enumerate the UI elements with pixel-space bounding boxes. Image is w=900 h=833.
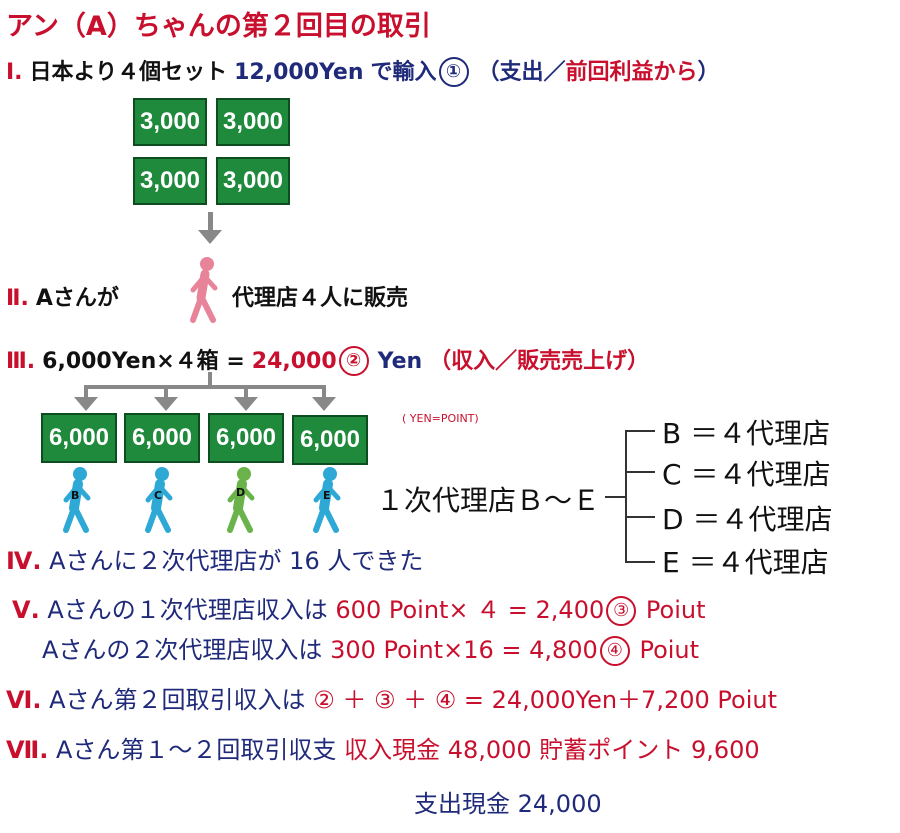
step-7-text: Aさん第１～２回取引収支 [56, 736, 337, 764]
person-pink-icon [190, 257, 218, 323]
step-2-num: Ⅱ. [6, 286, 29, 311]
step-7: Ⅶ. Aさん第１～２回取引収支 収入現金 48,000 貯蓄ポイント 9,600 [6, 730, 760, 765]
person-d-label: D [236, 486, 246, 499]
person-b-icon [63, 467, 91, 533]
person-c-icon [145, 467, 173, 533]
step-2-text-b: 代理店４人に販売 [232, 286, 409, 311]
step-3-unit: Yen [377, 349, 423, 374]
box-6000-3: 6,000 [208, 413, 284, 463]
dist-leg-2 [164, 385, 168, 399]
arrow-down-icon [154, 397, 178, 411]
dist-vertical [208, 372, 212, 388]
step-7-num: Ⅶ. [6, 736, 49, 764]
dist-leg-3 [244, 385, 248, 399]
dist-horizontal [84, 385, 326, 389]
box-3000-1: 3,000 [133, 98, 207, 146]
step-2-text-a: Aさんが [35, 286, 119, 311]
bracket-branch-1 [625, 430, 655, 432]
step-1-paren: （支出／ [477, 60, 566, 85]
step-3-paren: （収入／販売売上げ） [429, 349, 650, 374]
step-1-verb: で輸入 [370, 60, 437, 85]
step-1-paren-end: ） [697, 60, 720, 85]
arrow-down-shaft [208, 212, 213, 232]
yen-point-note: ( YEN=POINT) [402, 412, 479, 425]
arrow-down-icon [198, 230, 222, 244]
arrow-down-icon [234, 397, 258, 411]
step-5-line1-text: Aさんの１次代理店収入は [47, 596, 328, 624]
agent-c-count: C ＝４代理店 [662, 458, 831, 491]
first-agents-label: １次代理店Ｂ～Ｅ [376, 484, 601, 517]
step-6-formula: ② ＋ ③ ＋ ④ = 24,000Yen＋7,200 Poiut [313, 686, 777, 714]
box-6000-2: 6,000 [124, 413, 200, 463]
agent-d-count: D ＝４代理店 [662, 503, 833, 536]
box-3000-3: 3,000 [133, 157, 207, 205]
step-6-num: Ⅵ. [6, 686, 42, 714]
person-d-icon [227, 467, 255, 533]
step-2: Ⅱ. Aさんが [6, 280, 119, 312]
bracket-vertical [625, 430, 627, 562]
step-3-num: Ⅲ. [6, 349, 36, 374]
step-7-income: 収入現金 48,000 貯蓄ポイント 9,600 [344, 736, 760, 764]
step-5-line1-amount: 600 Point× ４ = 2,400 [335, 596, 605, 624]
circle-1: ① [438, 57, 469, 87]
circle-3: ③ [606, 596, 637, 626]
step-6-text: Aさん第２回取引収入は [49, 686, 306, 714]
page-title: アン（A）ちゃんの第２回目の取引 [6, 11, 431, 42]
bracket-branch-4 [625, 561, 655, 563]
agent-b-count: B ＝４代理店 [662, 417, 831, 450]
person-c-label: C [154, 489, 163, 502]
dist-leg-1 [84, 385, 88, 399]
box-3000-4: 3,000 [216, 157, 290, 205]
box-6000-4: 6,000 [292, 415, 368, 465]
bracket-branch-3 [625, 516, 655, 518]
person-e-icon [313, 467, 341, 533]
person-e-label: E [323, 489, 331, 502]
box-6000-1: 6,000 [41, 413, 117, 463]
step-5-line2-text: Aさんの２次代理店収入は [42, 636, 323, 664]
circle-4: ④ [599, 636, 630, 666]
box-3000-2: 3,000 [216, 98, 290, 146]
step-6: Ⅵ. Aさん第２回取引収入は ② ＋ ③ ＋ ④ = 24,000Yen＋7,2… [6, 680, 777, 715]
step-7-expense: 支出現金 24,000 [414, 790, 602, 818]
step-3-text: 6,000Yen×４箱 = [42, 349, 245, 374]
agent-e-count: E ＝４代理店 [662, 546, 829, 579]
step-1-paren-red: 前回利益から [565, 60, 698, 85]
person-b-label: B [71, 489, 80, 502]
arrow-down-icon [312, 397, 336, 411]
step-4-text: Aさんに２次代理店が 16 人できた [49, 547, 424, 575]
step-4: Ⅳ. Aさんに２次代理店が 16 人できた [6, 541, 423, 576]
arrow-down-icon [74, 397, 98, 411]
step-5-line1-unit: Poiut [645, 596, 706, 624]
circle-2: ② [338, 346, 369, 376]
step-1-text: 日本より４個セット [29, 60, 228, 85]
bracket-branch-2 [625, 471, 655, 473]
step-5-line2-amount: 300 Point×16 = 4,800 [330, 636, 598, 664]
step-5-num: Ⅴ. [12, 596, 40, 624]
dist-leg-4 [322, 385, 326, 399]
step-1-amount: 12,000Yen [234, 60, 364, 85]
bracket-to-label [605, 496, 625, 498]
step-4-num: Ⅳ. [6, 547, 42, 575]
step-1-num: Ⅰ. [6, 60, 23, 85]
step-3-amount: 24,000 [251, 349, 337, 374]
step-5-line2-unit: Poiut [639, 636, 700, 664]
